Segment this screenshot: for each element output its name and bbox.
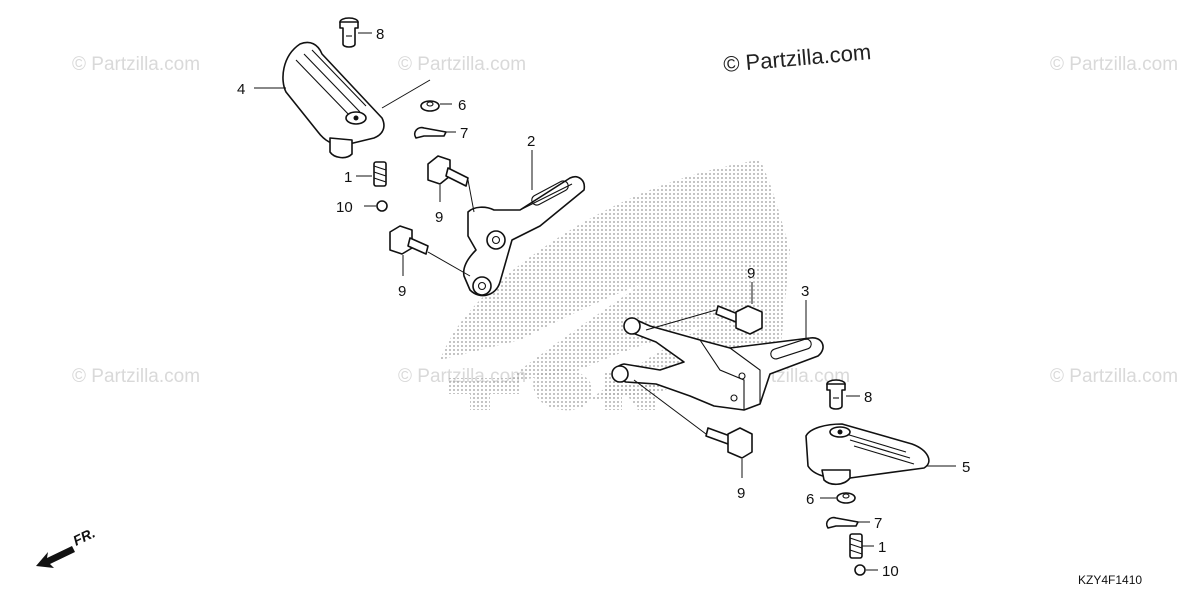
front-arrow-icon: FR. <box>36 524 98 568</box>
watermarks: © Partzilla.com © Partzilla.com © Partzi… <box>72 54 1178 387</box>
bracket-left <box>462 175 586 297</box>
callout-9-a: 9 <box>435 209 443 226</box>
callout-10-upper: 10 <box>336 199 353 216</box>
bolt-right-upper <box>715 305 763 335</box>
callout-2: 2 <box>527 133 535 150</box>
ball-upper <box>376 200 388 212</box>
callout-5: 5 <box>962 459 970 476</box>
callout-1-upper: 1 <box>344 169 352 186</box>
footpeg-left <box>282 41 385 159</box>
callout-10-lower: 10 <box>882 563 899 580</box>
footpeg-right <box>805 423 930 486</box>
front-indicator-label: FR. <box>70 524 97 548</box>
clevis-pin-upper <box>339 17 359 48</box>
washer-upper <box>420 100 440 112</box>
callout-8-upper: 8 <box>376 26 384 43</box>
callout-9-d: 9 <box>737 485 745 502</box>
bolt-right-lower <box>705 427 753 459</box>
callout-3: 3 <box>801 283 809 300</box>
watermark: © Partzilla.com <box>1050 54 1178 75</box>
bolt-lower-left <box>389 225 429 255</box>
callout-6-upper: 6 <box>458 97 466 114</box>
watermark: © Partzilla.com <box>398 54 526 75</box>
leader-lines <box>254 32 956 571</box>
copyright-text: © Partzilla.com <box>722 39 872 77</box>
ball-lower <box>854 564 866 576</box>
callout-8-lower: 8 <box>864 389 872 406</box>
watermark: © Partzilla.com <box>1050 366 1178 387</box>
callout-9-b: 9 <box>398 283 406 300</box>
callouts: 8 4 6 7 1 10 2 9 9 9 3 9 8 5 6 7 1 10 <box>237 26 970 580</box>
bolt-upper <box>427 155 469 187</box>
clevis-pin-lower <box>826 379 846 410</box>
callout-1-lower: 1 <box>878 539 886 556</box>
bracket-right <box>611 317 824 411</box>
diagram-code: KZY4F1410 <box>1078 573 1142 587</box>
callout-7-lower: 7 <box>874 515 882 532</box>
callout-7-upper: 7 <box>460 125 468 142</box>
callout-4: 4 <box>237 81 245 98</box>
watermark: © Partzilla.com <box>72 366 200 387</box>
watermark: © Partzilla.com <box>72 54 200 75</box>
cotter-pin-upper <box>413 126 447 139</box>
spring-upper <box>373 161 387 187</box>
cotter-pin-lower <box>825 516 859 529</box>
spring-lower <box>849 533 863 559</box>
callout-9-c: 9 <box>747 265 755 282</box>
washer-lower <box>836 492 856 504</box>
callout-6-lower: 6 <box>806 491 814 508</box>
